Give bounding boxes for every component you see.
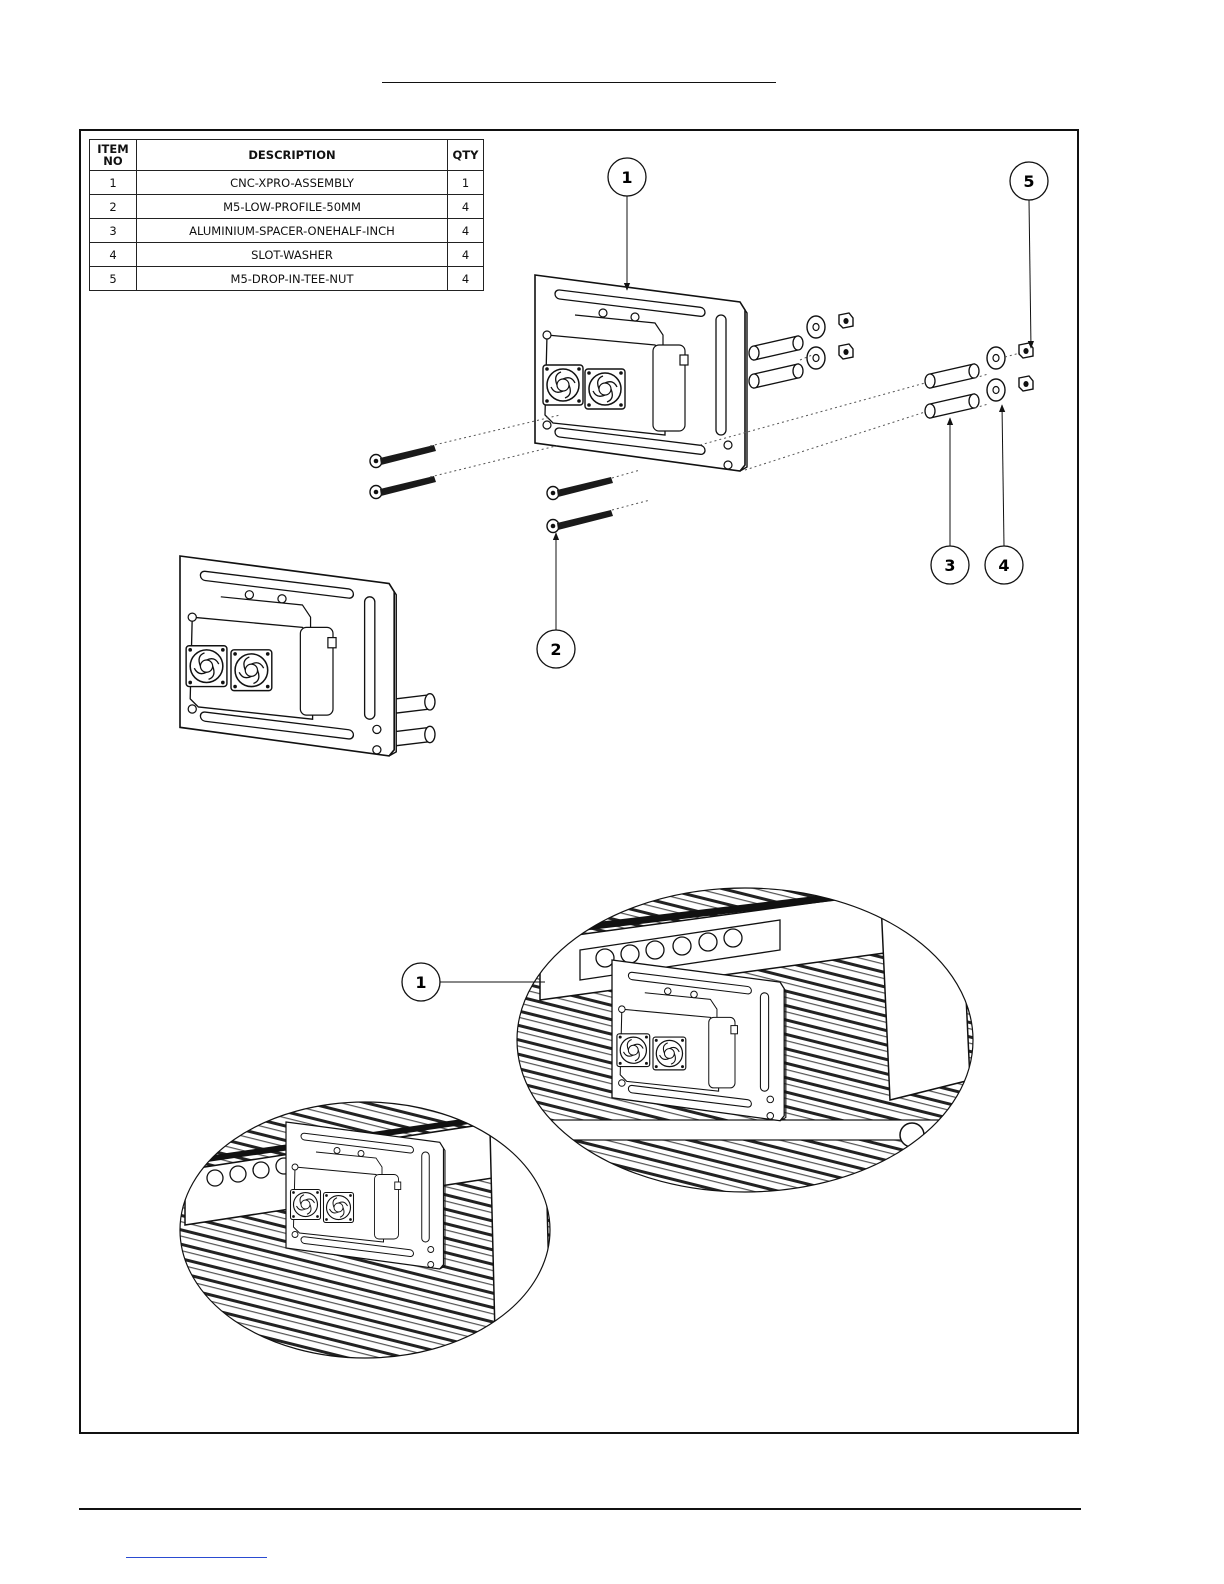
callout-5-label: 5 (1023, 172, 1034, 191)
fan-icon (543, 365, 583, 405)
spacer-icon (925, 364, 979, 388)
callout-3: 3 (931, 546, 969, 584)
callout-2: 2 (537, 630, 575, 668)
callout-4-label: 4 (998, 556, 1009, 575)
tee-nut-icon (1019, 376, 1033, 391)
callout-5: 5 (1010, 162, 1048, 200)
screw-icon (547, 510, 613, 533)
callout-detail-1-label: 1 (415, 973, 426, 992)
screw-icon (370, 476, 436, 499)
spacer-icon (749, 364, 803, 388)
washer-icon (807, 347, 825, 369)
fan-icon (186, 646, 227, 687)
screw-icon (370, 445, 436, 468)
callout-3-label: 3 (944, 556, 955, 575)
fan-icon (585, 369, 625, 409)
washer-icon (987, 379, 1005, 401)
washer-icon (807, 316, 825, 338)
spacer-icon (925, 394, 979, 418)
fan-icon (617, 1034, 650, 1067)
washer-icon (987, 347, 1005, 369)
assembled-view (180, 556, 435, 756)
spacer-icon (749, 336, 803, 360)
callout-1: 1 (608, 158, 646, 196)
tee-nut-icon (839, 344, 853, 359)
screw-icon (547, 477, 613, 500)
exploded-view (370, 275, 1033, 533)
fan-icon (291, 1190, 321, 1220)
installed-detail-small (175, 1100, 555, 1360)
callout-2-label: 2 (550, 640, 561, 659)
tee-nut-icon (839, 313, 853, 328)
fan-icon (653, 1037, 686, 1070)
installed-detail-large (500, 870, 990, 1200)
fan-icon (231, 650, 272, 691)
callout-detail-1: 1 (402, 963, 440, 1001)
fan-icon (324, 1193, 354, 1223)
callout-4: 4 (985, 546, 1023, 584)
callout-1-label: 1 (621, 168, 632, 187)
xpro-plate (535, 275, 747, 471)
